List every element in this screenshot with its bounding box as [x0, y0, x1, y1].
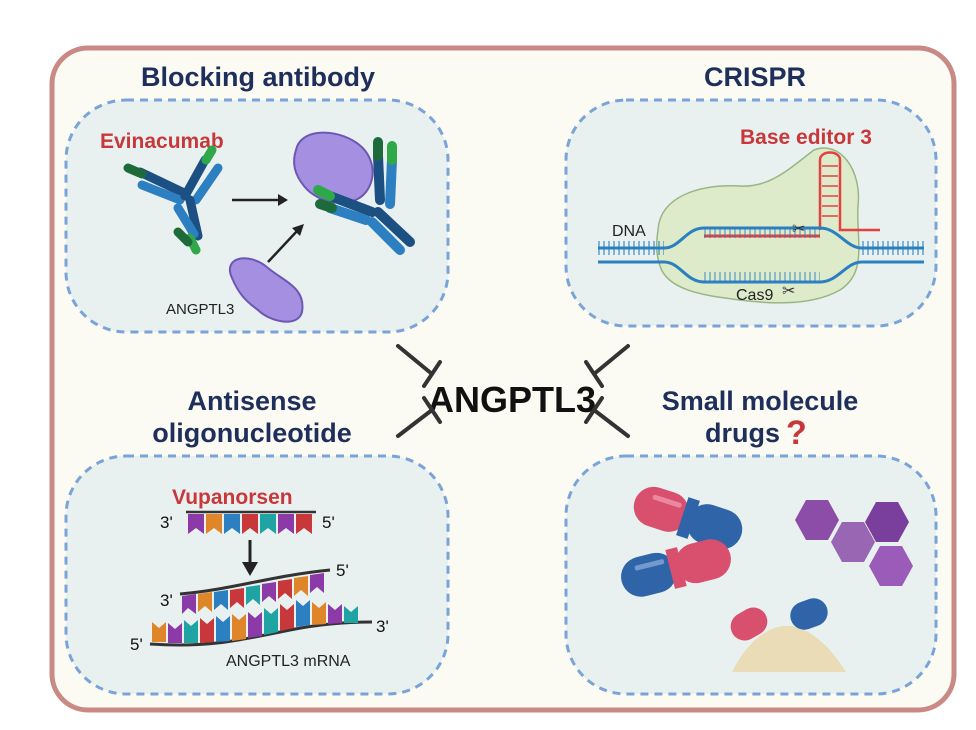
- protein-arrow-icon: [267, 224, 304, 263]
- evinacumab-label: Evinacumab: [100, 130, 224, 153]
- aso-strand-icon: [186, 510, 316, 534]
- aso-3prime-label: 3': [160, 513, 173, 532]
- angptl3-protein-icon: [229, 257, 304, 323]
- mrna-3prime-label: 3': [376, 617, 389, 636]
- small-molecule-title-line2: drugs: [705, 418, 780, 448]
- mrna-label: ANGPTL3 mRNA: [226, 653, 351, 670]
- binding-arrow-icon: [232, 194, 288, 206]
- base-editor-label: Base editor 3: [740, 126, 872, 149]
- scissors-top-icon: ✂: [792, 221, 805, 238]
- dna-label: DNA: [612, 223, 646, 240]
- vupanorsen-label: Vupanorsen: [172, 486, 293, 509]
- aso-title-line2: oligonucleotide: [152, 418, 352, 448]
- sgrna-hairpin-icon: [704, 151, 880, 238]
- capsule-icon: [621, 539, 731, 597]
- dna-helix-icon: [598, 226, 924, 284]
- inhibition-arrow-top-right-icon: [584, 344, 630, 388]
- angptl3-protein-label: ANGPTL3: [166, 301, 234, 318]
- center-target-label: ANGPTL3: [428, 379, 596, 420]
- question-mark: ?: [786, 414, 807, 452]
- inhibition-arrow-bottom-left-icon: [396, 396, 442, 438]
- inhibition-arrows: [396, 344, 630, 438]
- inhibition-arrow-bottom-right-icon: [584, 396, 630, 438]
- duplex-5prime-top-label: 5': [336, 561, 349, 580]
- inhibition-arrow-top-left-icon: [396, 344, 442, 388]
- crispr-title: CRISPR: [704, 62, 806, 92]
- aso-5prime-label: 5': [322, 513, 335, 532]
- powder-pile-icon: [732, 625, 846, 672]
- scissors-bottom-icon: ✂: [782, 283, 795, 300]
- open-capsule-icon: [730, 598, 828, 641]
- antibody-icon: [123, 145, 223, 255]
- cas9-icon: [655, 147, 860, 304]
- cas9-label: Cas9: [736, 287, 773, 304]
- small-molecule-title-line1: Small molecule: [662, 386, 859, 416]
- aso-title-line1: Antisense: [187, 386, 316, 416]
- mrna-5prime-label: 5': [130, 635, 143, 654]
- duplex-3prime-top-label: 3': [160, 591, 173, 610]
- antibody-complex-icon: [293, 131, 415, 255]
- capsule-icon: [633, 486, 743, 550]
- antibody-title: Blocking antibody: [141, 62, 375, 92]
- hybridize-arrow-icon: [242, 540, 258, 576]
- aso-mrna-duplex-icon: [149, 568, 373, 647]
- molecule-icon: [795, 500, 913, 586]
